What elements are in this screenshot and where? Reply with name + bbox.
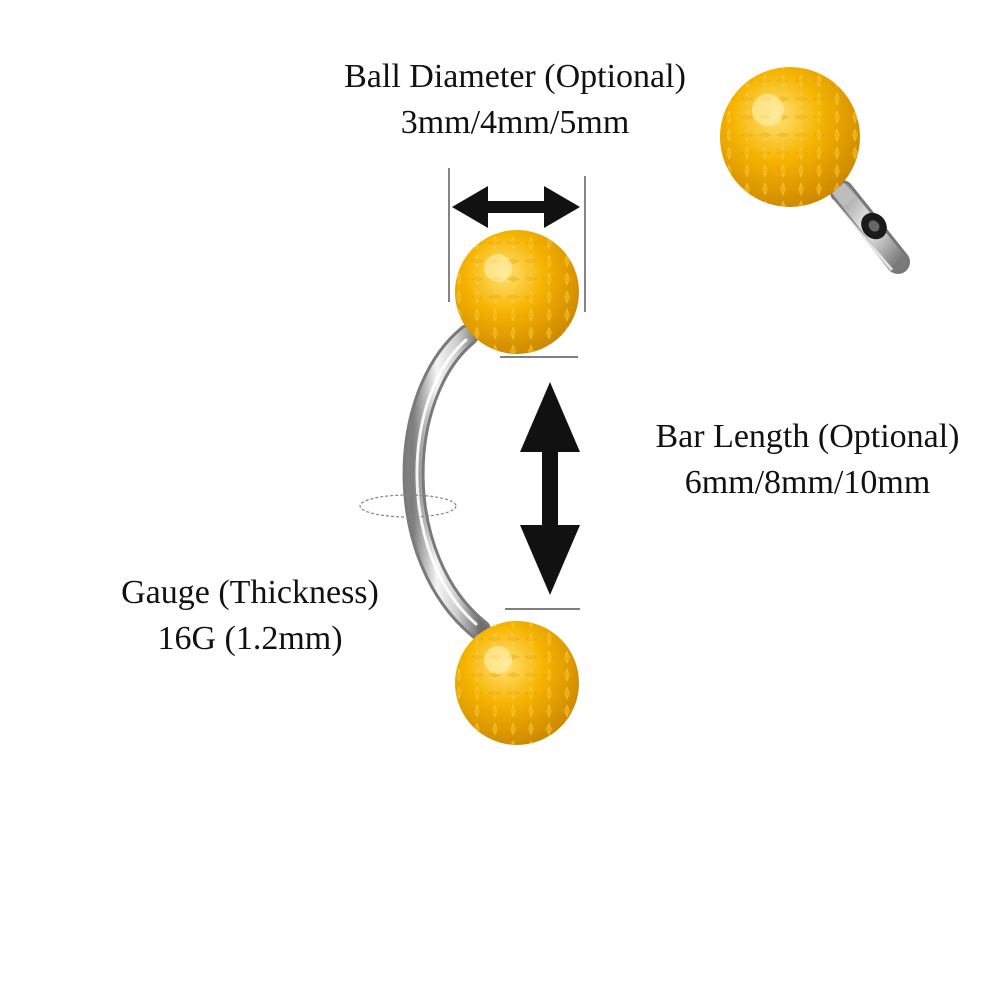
ball-diameter-values: 3mm/4mm/5mm bbox=[400, 104, 630, 141]
bar-length-label: Bar Length (Optional) 6mm/8mm/10mm bbox=[615, 414, 1000, 506]
curved-bar-shine bbox=[415, 338, 478, 626]
double-headed-arrow-horizontal-icon bbox=[452, 186, 580, 228]
bottom-ball bbox=[455, 621, 579, 745]
gauge-marker-ellipse bbox=[359, 494, 457, 518]
curved-bar-highlight bbox=[405, 327, 488, 638]
ball-diameter-title: Ball Diameter (Optional) bbox=[344, 58, 686, 95]
double-headed-arrow-vertical-icon bbox=[520, 382, 580, 595]
gauge-title: Gauge (Thickness) bbox=[121, 574, 379, 611]
ball-diameter-label: Ball Diameter (Optional) 3mm/4mm/5mm bbox=[300, 54, 730, 146]
top-ball bbox=[455, 230, 579, 354]
gauge-values: 16G (1.2mm) bbox=[157, 620, 343, 657]
inset-ball bbox=[720, 67, 860, 207]
inset-ball-post bbox=[830, 180, 910, 274]
bar-length-values: 6mm/8mm/10mm bbox=[684, 464, 931, 501]
gauge-label: Gauge (Thickness) 16G (1.2mm) bbox=[80, 570, 420, 662]
bar-length-title: Bar Length (Optional) bbox=[655, 418, 960, 455]
